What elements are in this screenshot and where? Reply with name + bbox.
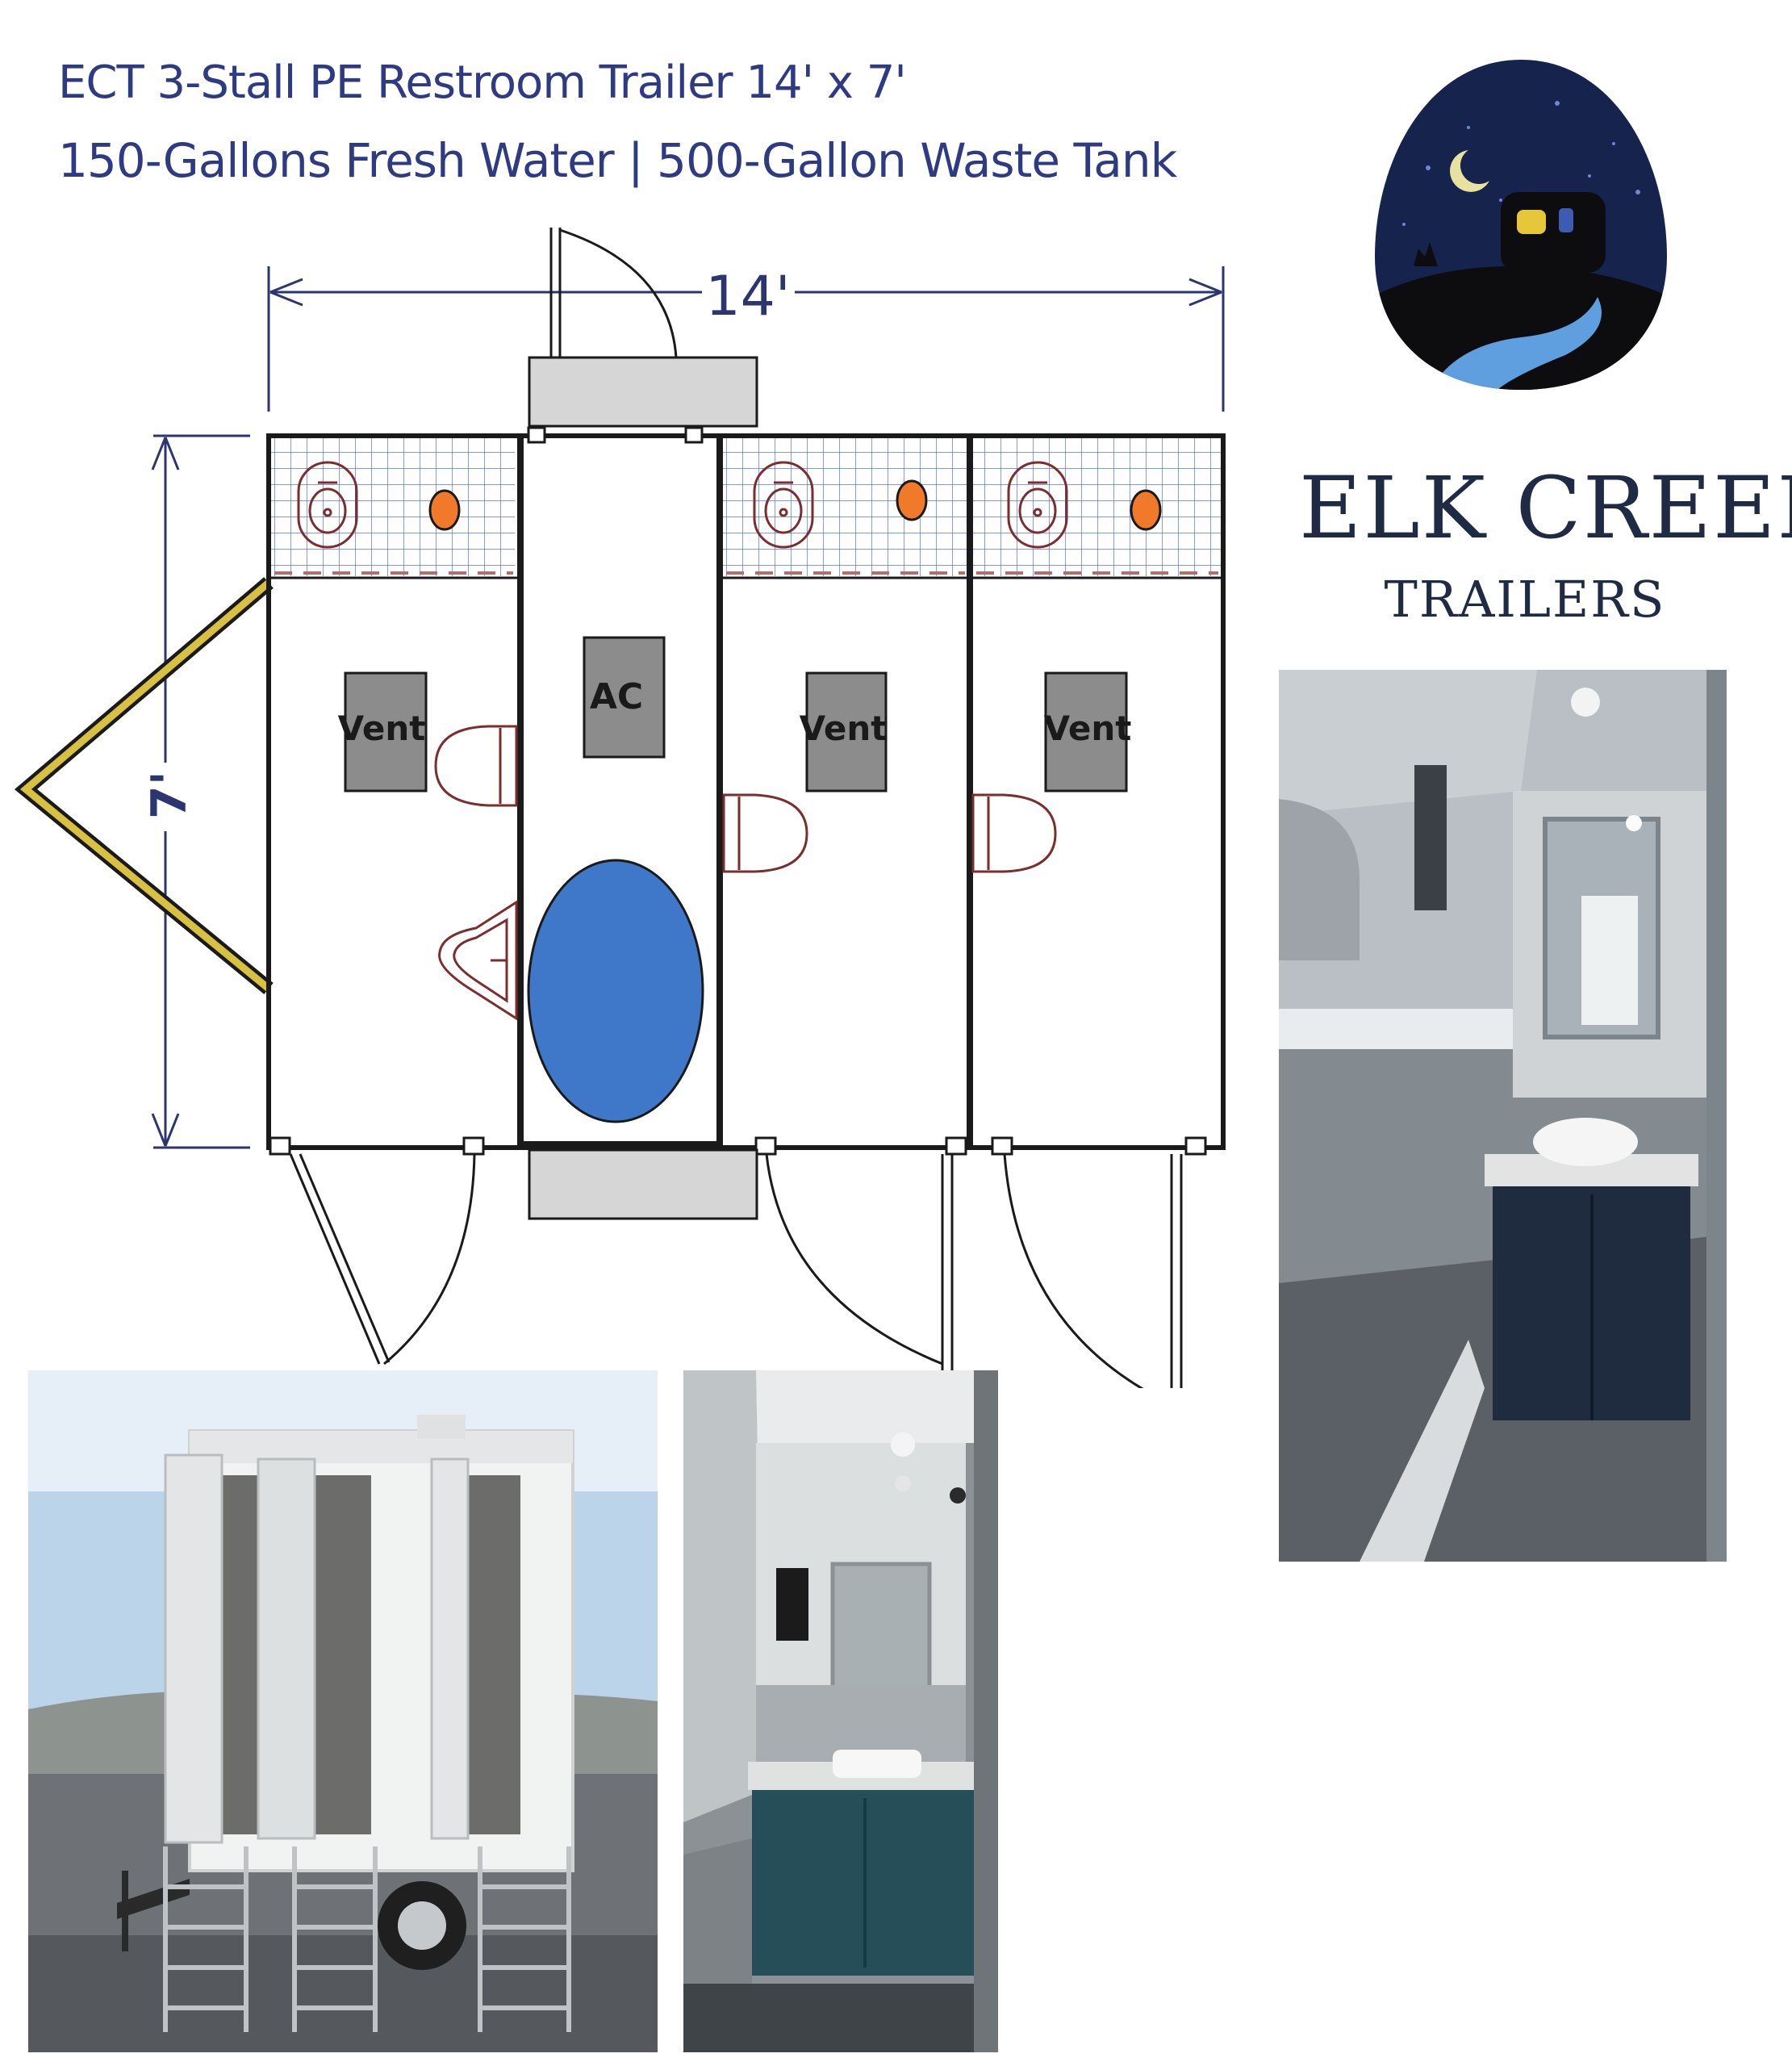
width-dimension: 14' <box>267 265 1225 412</box>
depth-dimension: 7' <box>141 434 250 1149</box>
water-tank <box>527 859 704 1123</box>
sink-interior-photo <box>683 1370 998 2052</box>
sink-stall-1 <box>297 461 358 549</box>
door-stall-2[interactable] <box>765 1153 954 1372</box>
door-jambs <box>269 426 1207 1156</box>
title-line-1: ECT 3-Stall PE Restroom Trailer 14' x 7' <box>58 56 907 109</box>
tile-floor-areas <box>270 437 1222 576</box>
restroom-interior-photo <box>1279 670 1727 1562</box>
vent-label-2: Vent <box>800 709 888 748</box>
vent-stall-1: Vent <box>338 671 428 793</box>
urinal-stall-1 <box>438 900 518 1021</box>
width-label: 14' <box>705 265 790 328</box>
ac-unit: AC <box>583 636 666 759</box>
trailer-exterior-photo <box>28 1370 658 2052</box>
title-line-2: 150-Gallons Fresh Water | 500-Gallon Was… <box>58 133 1177 188</box>
trailer-walls <box>266 433 1226 1150</box>
brand-subtitle: TRAILERS <box>1384 570 1666 629</box>
top-step <box>528 356 758 428</box>
toilet-stall-3 <box>971 793 1057 873</box>
top-door[interactable] <box>549 228 678 358</box>
depth-label: 7' <box>141 771 198 819</box>
bottom-step <box>528 1148 758 1220</box>
brand-name: ELK CREEK <box>1299 458 1792 558</box>
sink-stall-3 <box>1007 461 1068 549</box>
toilet-stall-1 <box>434 725 518 807</box>
vent-label-1: Vent <box>338 709 426 748</box>
vent-stall-2: Vent <box>800 671 888 793</box>
sink-stall-2 <box>753 461 814 549</box>
door-stall-1[interactable] <box>289 1153 476 1365</box>
door-stall-3[interactable] <box>1003 1153 1183 1388</box>
toilet-stall-2 <box>722 793 808 873</box>
floor-drains <box>428 479 1162 531</box>
floor-plan: 14' 7' <box>14 228 1226 1388</box>
ac-label: AC <box>590 676 643 717</box>
vent-label-3: Vent <box>1044 709 1132 748</box>
vent-stall-3: Vent <box>1044 671 1132 793</box>
elk-creek-logo <box>1375 60 1667 390</box>
